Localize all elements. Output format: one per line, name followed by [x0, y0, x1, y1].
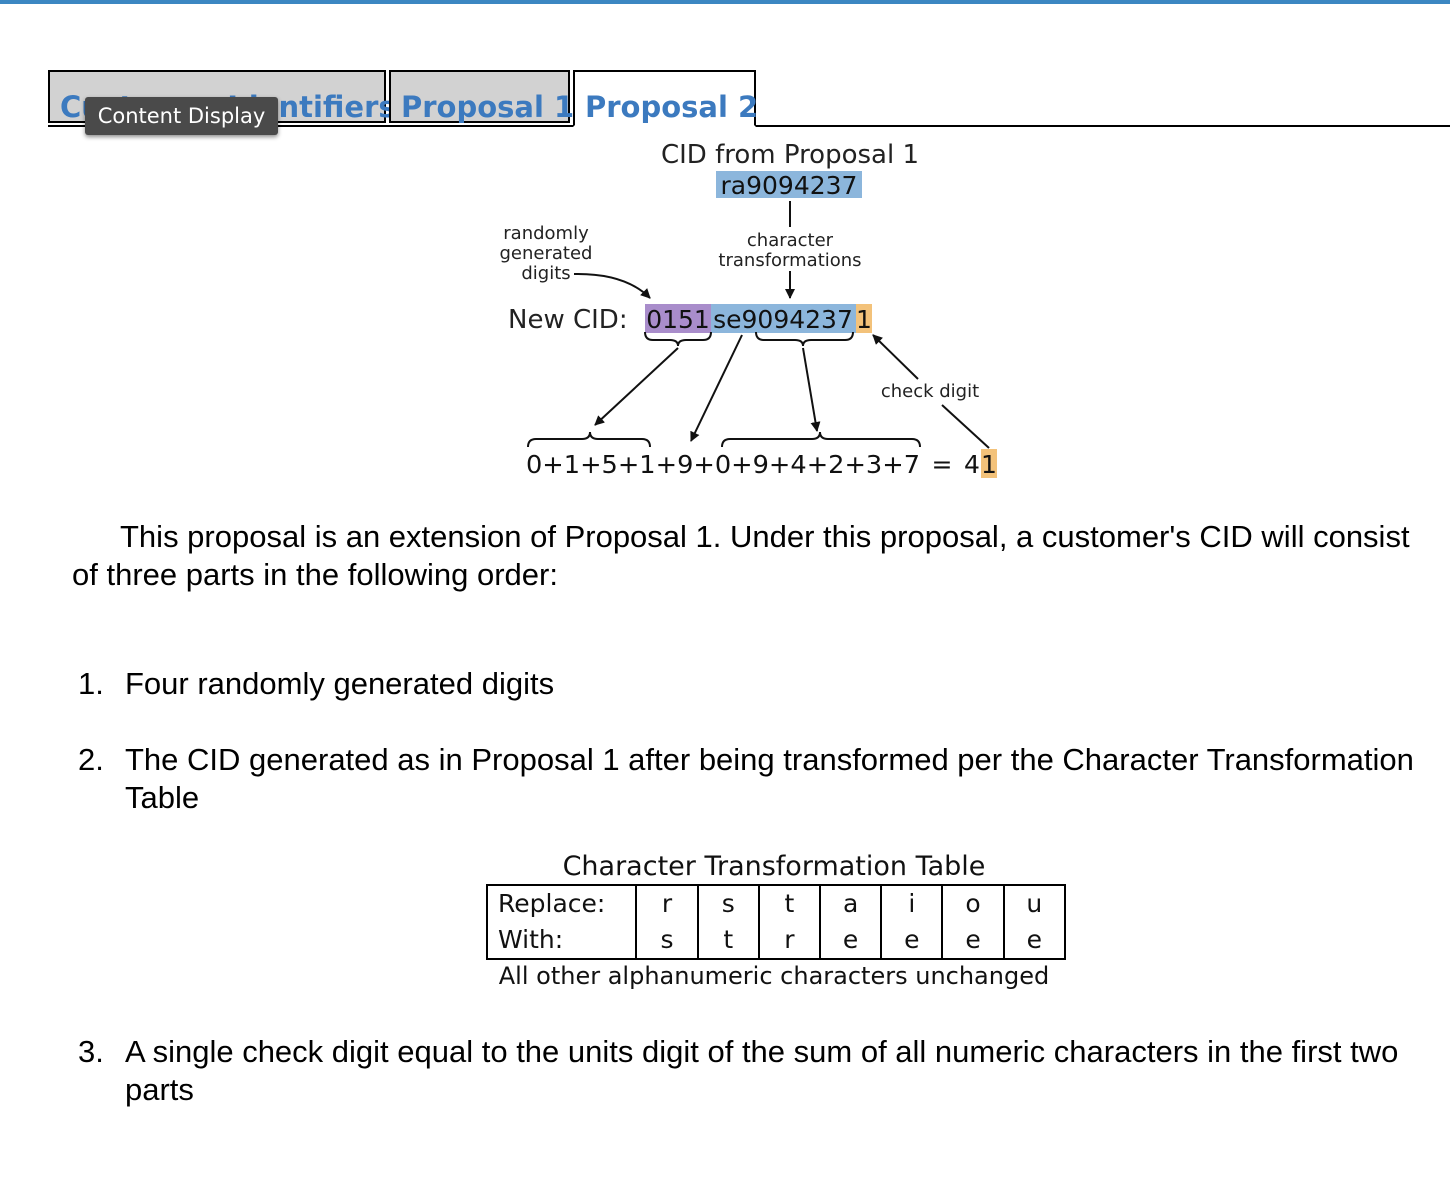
sum-equals: =	[932, 450, 953, 479]
arrow-random-down	[594, 347, 679, 426]
with-label: With:	[498, 925, 564, 954]
table-cell: i	[880, 885, 943, 922]
list-text: A single check digit equal to the units …	[125, 1034, 1399, 1107]
list-number: 1.	[78, 666, 104, 701]
transformation-table: Replace: r s t a i o u With: s t r e e e…	[486, 884, 1066, 960]
replace-label: Replace:	[498, 889, 606, 918]
list-number: 3.	[78, 1034, 104, 1069]
arrow-nine-down	[690, 334, 743, 442]
tab-proposal-2[interactable]: Proposal 2	[573, 70, 758, 127]
brace-sum-transformed	[721, 431, 921, 448]
sum-tens: 4	[964, 450, 980, 479]
cid-diagram: CID from Proposal 1 ra9094237 character …	[500, 140, 997, 479]
arrow-transformed-down	[802, 347, 821, 432]
label-transform-1: character	[747, 230, 834, 251]
table-cell: r	[635, 885, 698, 922]
table-cell: u	[1002, 885, 1065, 922]
table-row-with: With: s t r e e e e	[487, 922, 1065, 959]
new-cid-transformed: se9094237	[713, 305, 853, 334]
intro-paragraph: This proposal is an extension of Proposa…	[72, 519, 1410, 592]
tab-proposal-1[interactable]: Proposal 1	[389, 70, 574, 124]
table-cell: e	[941, 922, 1004, 959]
label-random-3: digits	[521, 263, 570, 284]
new-cid-random: 0151	[646, 305, 710, 334]
new-cid-transformed-highlight	[711, 304, 856, 333]
label-transform-2: transformations	[718, 250, 861, 271]
table-cell: s	[635, 922, 698, 959]
list-number: 2.	[78, 742, 104, 777]
tooltip: Content Display	[85, 97, 278, 135]
table-cell: r	[757, 922, 820, 959]
label-check: check digit	[881, 381, 979, 402]
table-cell: o	[941, 885, 1004, 922]
top-accent-bar	[0, 0, 1450, 4]
table-cell: a	[818, 885, 882, 922]
new-cid-random-highlight	[645, 304, 711, 333]
table-cell: s	[696, 885, 759, 922]
table-title: Character Transformation Table	[562, 851, 986, 882]
table-cell: e	[880, 922, 943, 959]
new-cid-check-highlight	[856, 304, 872, 333]
list-text: Four randomly generated digits	[125, 666, 555, 701]
table-cell: e	[818, 922, 882, 959]
new-cid-check: 1	[856, 305, 872, 334]
sum-units-highlight	[981, 449, 997, 478]
transform-label-bg	[712, 227, 868, 271]
transformation-table-figure: Character Transformation Table Replace: …	[486, 848, 1066, 998]
old-cid-highlight	[716, 171, 862, 198]
random-arrow	[573, 272, 651, 299]
table-row-replace: Replace: r s t a i o u	[487, 885, 1065, 922]
sum-units: 1	[981, 450, 997, 479]
check-arrow-upper	[872, 334, 919, 380]
list-text: The CID generated as in Proposal 1 after…	[125, 742, 1414, 815]
sum-expression: 0+1+5+1+9+0+9+4+2+3+7	[526, 450, 920, 479]
check-arrow-lower	[941, 404, 990, 449]
label-random-1: randomly	[503, 223, 589, 244]
table-note: All other alphanumeric characters unchan…	[498, 962, 1050, 990]
brace-sum-random	[527, 431, 651, 448]
table-cell: e	[1002, 922, 1065, 959]
label-random-2: generated	[500, 243, 593, 264]
new-cid-label: New CID:	[508, 305, 628, 335]
table-cell: t	[757, 885, 820, 922]
old-cid: ra9094237	[721, 171, 858, 200]
brace-random	[644, 331, 712, 347]
diagram-heading: CID from Proposal 1	[661, 140, 919, 170]
table-cell: t	[696, 922, 759, 959]
brace-transformed	[755, 331, 854, 347]
